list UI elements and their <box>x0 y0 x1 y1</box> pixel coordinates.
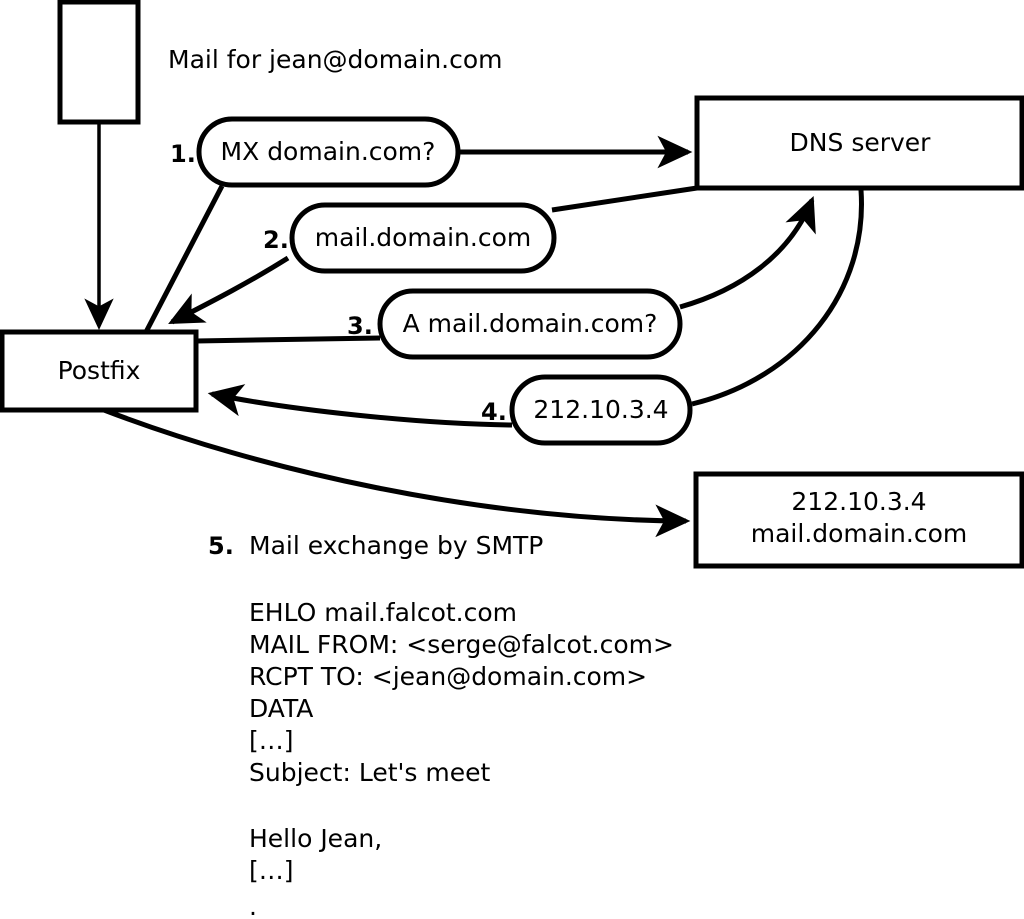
edge-step3-postfix-leader <box>195 335 381 344</box>
step-number-5: 5. <box>208 532 234 560</box>
node-mailserver-hostname: mail.domain.com <box>751 519 967 548</box>
edge-step1-postfix-leader <box>143 184 225 334</box>
edge-step2-dns-leader <box>551 185 698 213</box>
pill-step-4-label: 212.10.3.4 <box>533 395 668 424</box>
smtp-line-3: RCPT TO: <jean@domain.com> <box>249 662 647 691</box>
smtp-line-2: MAIL FROM: <serge@falcot.com> <box>249 630 674 659</box>
edge-step4-dns-leader <box>691 189 864 407</box>
pill-step-1-label: MX domain.com? <box>221 137 436 166</box>
node-postfix-label: Postfix <box>58 356 141 385</box>
smtp-line-6: Subject: Let's meet <box>249 758 490 787</box>
step-number-2: 2. <box>263 226 289 254</box>
node-dns-label: DNS server <box>790 128 932 157</box>
pill-step-1 <box>196 116 461 188</box>
pill-step-4 <box>509 374 693 446</box>
step-number-4: 4. <box>481 398 507 426</box>
node-mailserver-ip: 212.10.3.4 <box>791 487 926 516</box>
smtp-transcript: EHLO mail.falcot.com MAIL FROM: <serge@f… <box>249 598 674 919</box>
smtp-line-1: EHLO mail.falcot.com <box>249 598 517 627</box>
edge-step5-postfix-to-mailserver <box>103 407 691 538</box>
step-number-1: 1. <box>170 140 196 168</box>
edge-step2-pill-to-postfix <box>168 255 290 325</box>
pill-step-3 <box>377 288 683 360</box>
pill-step-3-label: A mail.domain.com? <box>403 309 658 338</box>
node-dns-box <box>694 95 1024 191</box>
edge-step3-pill-to-dns <box>679 195 816 310</box>
node-sender-box <box>57 0 141 125</box>
smtp-line-11: . <box>249 892 257 919</box>
step-5-label: Mail exchange by SMTP <box>249 531 543 560</box>
pill-step-2-label: mail.domain.com <box>315 223 531 252</box>
smtp-line-5: […] <box>249 726 294 755</box>
node-postfix-box <box>0 329 199 413</box>
step-number-3: 3. <box>347 312 373 340</box>
smtp-line-4: DATA <box>249 694 313 723</box>
smtp-line-9: […] <box>249 856 294 885</box>
edge-step4-pill-to-postfix <box>207 384 513 428</box>
node-mailserver-box <box>693 471 1024 569</box>
smtp-line-8: Hello Jean, <box>249 824 382 853</box>
pill-step-2 <box>289 202 557 274</box>
header-caption: Mail for jean@domain.com <box>168 45 503 74</box>
